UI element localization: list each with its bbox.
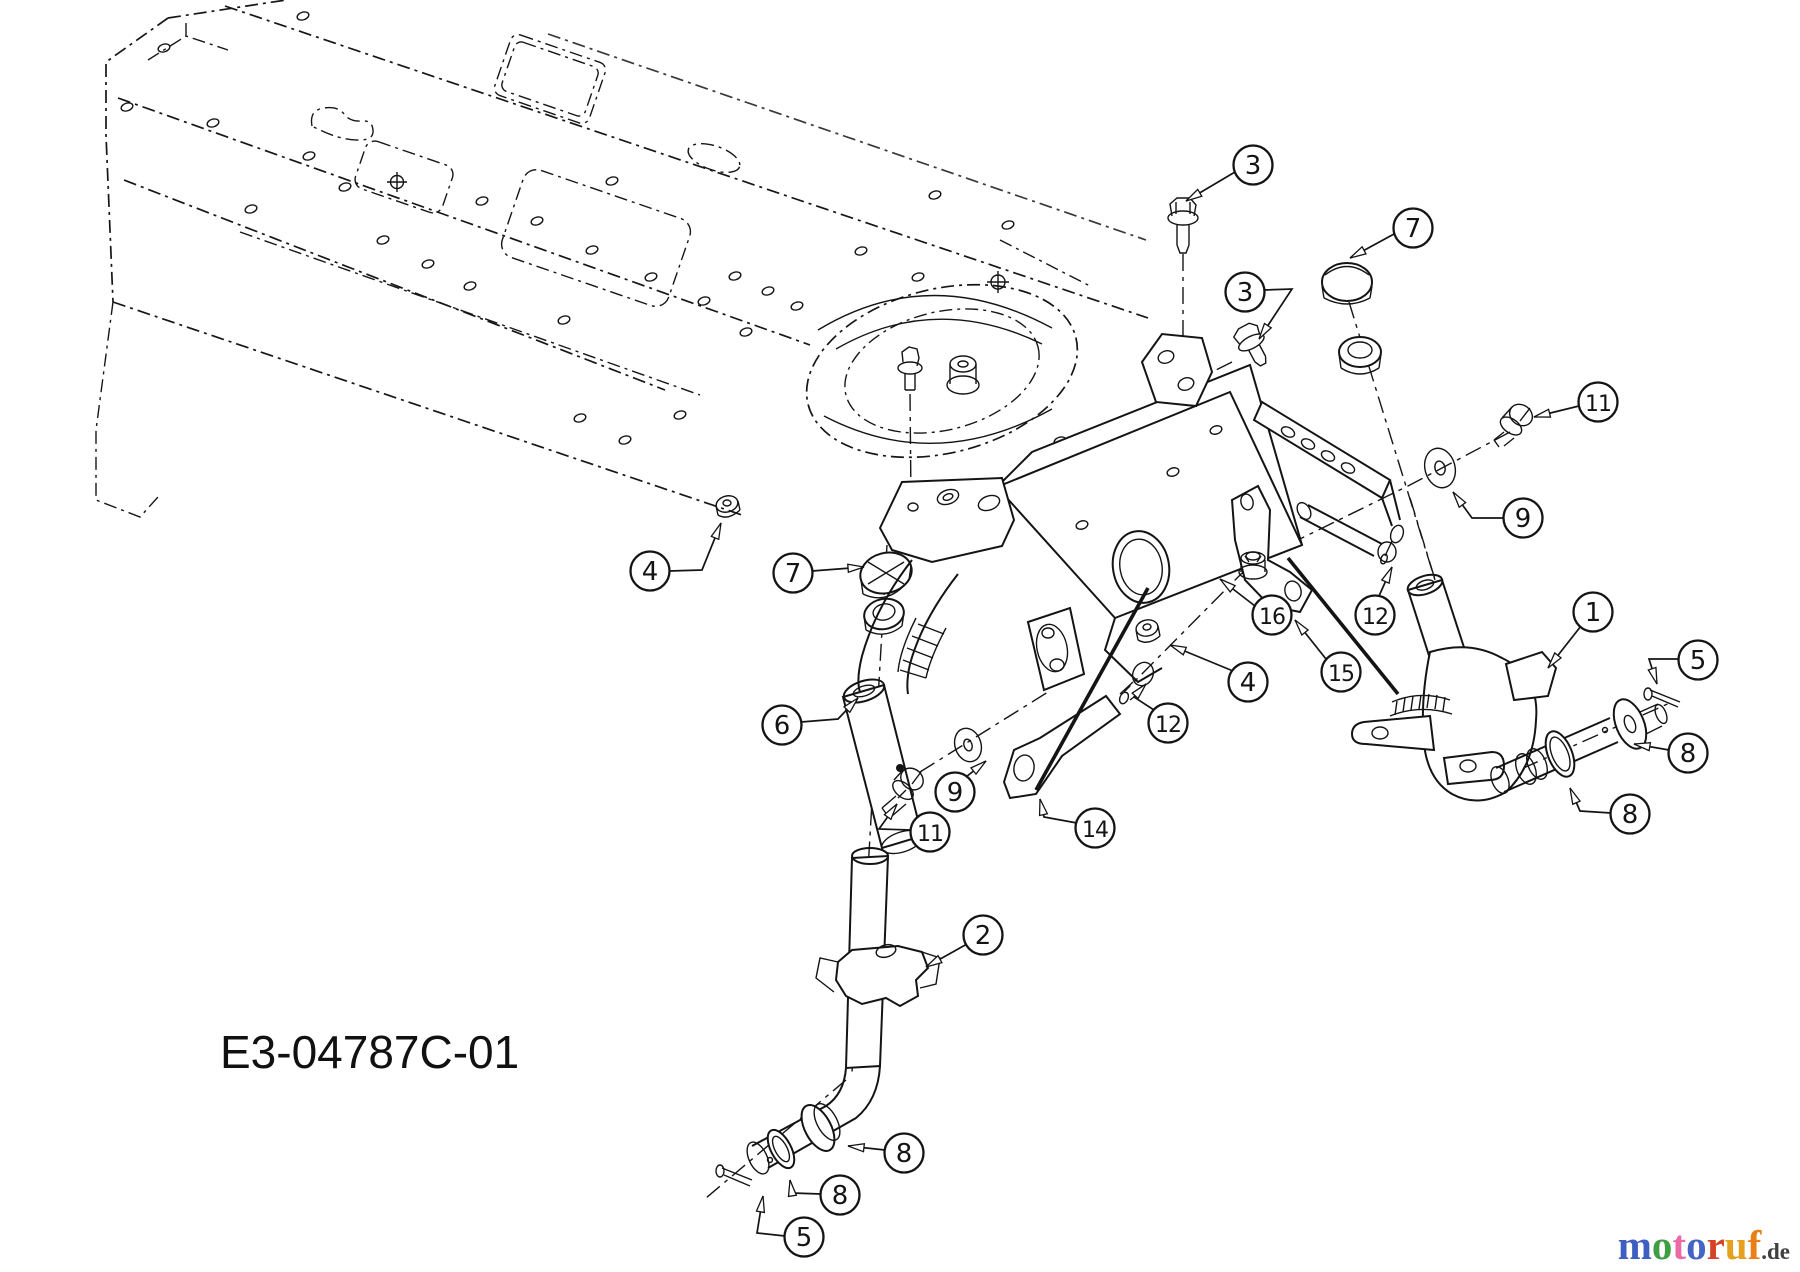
svg-text:5: 5 — [796, 1223, 813, 1253]
callout-11: 11 — [1533, 381, 1619, 423]
callout-8: 8 — [1633, 732, 1709, 774]
svg-text:12: 12 — [1155, 713, 1181, 738]
callout-9: 9 — [1452, 491, 1544, 539]
svg-text:8: 8 — [1680, 739, 1697, 769]
callout-2: 2 — [925, 914, 1004, 968]
svg-text:16: 16 — [1259, 605, 1285, 630]
svg-text:8: 8 — [1622, 800, 1639, 830]
callout-14: 14 — [1038, 798, 1116, 849]
svg-text:8: 8 — [832, 1181, 849, 1211]
chassis-frame-phantom-artwork — [95, 0, 1149, 518]
svg-text:3: 3 — [1237, 278, 1254, 308]
callout-4: 4 — [629, 522, 722, 592]
svg-text:4: 4 — [642, 557, 659, 587]
callout-8: 8 — [787, 1174, 861, 1216]
callout-8: 8 — [847, 1132, 925, 1174]
motoruf-logo[interactable]: motoruf.de — [1618, 1225, 1790, 1266]
callout-4: 4 — [1169, 644, 1269, 703]
svg-text:3: 3 — [1245, 151, 1262, 181]
motoruf-logo-suffix: .de — [1761, 1239, 1790, 1264]
callout-12: 12 — [1131, 683, 1189, 744]
svg-text:6: 6 — [774, 711, 791, 741]
svg-text:4: 4 — [1240, 668, 1257, 698]
callout-5: 5 — [755, 1195, 825, 1258]
callout-1: 1 — [1547, 591, 1614, 669]
callout-12: 12 — [1354, 566, 1396, 636]
svg-text:11: 11 — [1585, 392, 1611, 417]
svg-text:7: 7 — [1405, 214, 1422, 244]
svg-text:5: 5 — [1690, 646, 1707, 676]
svg-text:1: 1 — [1585, 598, 1602, 628]
callout-6: 6 — [761, 697, 859, 746]
callout-8: 8 — [1569, 787, 1651, 835]
front-axle-assembly-artwork — [705, 197, 1681, 1199]
callout-15: 15 — [1294, 619, 1362, 693]
svg-text:15: 15 — [1328, 662, 1354, 687]
part-code-label: E3-04787C-01 — [220, 1026, 519, 1078]
callout-9: 9 — [934, 760, 987, 813]
callout-7: 7 — [772, 552, 865, 594]
svg-text:11: 11 — [917, 822, 943, 847]
motoruf-logo-word: motoruf — [1617, 1222, 1762, 1268]
callout-3: 3 — [1224, 271, 1294, 340]
svg-text:14: 14 — [1082, 818, 1108, 843]
callout-5: 5 — [1647, 639, 1719, 685]
svg-text:7: 7 — [785, 559, 802, 589]
callout-11: 11 — [877, 803, 951, 853]
svg-text:9: 9 — [947, 778, 964, 808]
svg-text:2: 2 — [975, 921, 992, 951]
svg-text:9: 9 — [1515, 504, 1532, 534]
callout-3: 3 — [1185, 144, 1274, 202]
callout-7: 7 — [1349, 207, 1434, 259]
svg-text:12: 12 — [1362, 605, 1388, 630]
svg-text:8: 8 — [896, 1139, 913, 1169]
callout-16: 16 — [1219, 578, 1293, 636]
